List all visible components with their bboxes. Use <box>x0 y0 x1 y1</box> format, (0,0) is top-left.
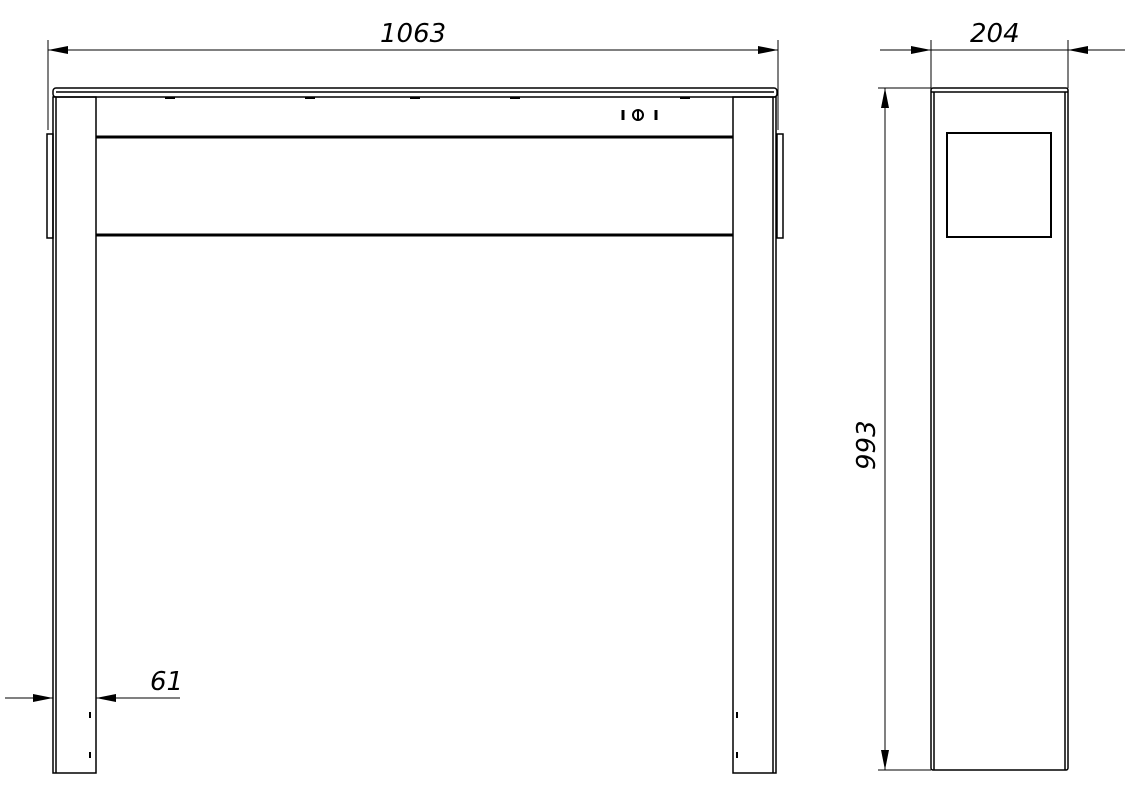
power-button-icon <box>621 109 658 121</box>
dimensions <box>5 40 1125 771</box>
side-body <box>930 87 1069 771</box>
side-window <box>946 132 1052 238</box>
right-leg <box>732 96 777 774</box>
depth-dimension-label: 204 <box>970 19 1020 49</box>
left-side-panel <box>46 133 54 239</box>
left-leg <box>52 96 97 774</box>
height-dimension-label: 993 <box>852 420 882 470</box>
right-side-panel <box>776 133 784 239</box>
leg-width-dimension-label: 61 <box>150 667 183 697</box>
side-view <box>930 87 1069 771</box>
front-view <box>46 87 784 774</box>
width-dimension-label: 1063 <box>380 19 446 49</box>
